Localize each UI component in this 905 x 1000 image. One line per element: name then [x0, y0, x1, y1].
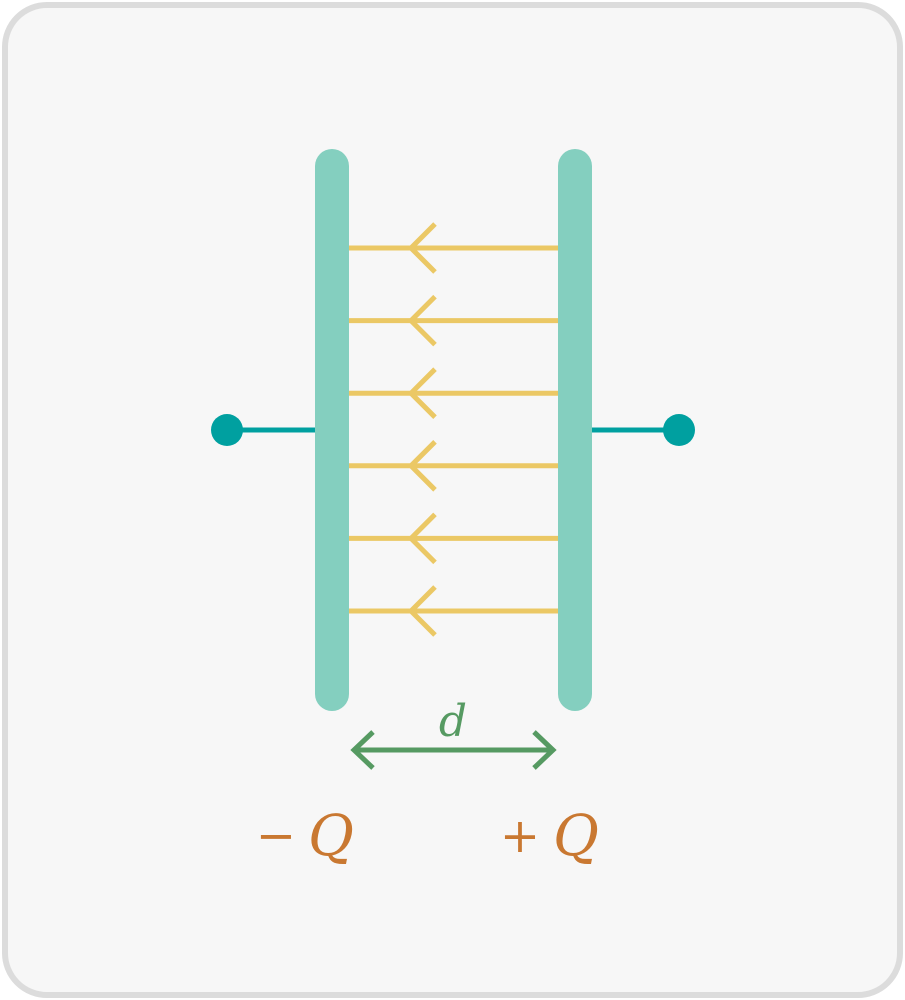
distance-arrowhead-right	[532, 730, 557, 770]
field-line-arrowhead	[407, 222, 437, 274]
electric-field-lines	[349, 222, 558, 637]
field-line-arrowhead	[407, 585, 437, 637]
field-line-arrowhead	[407, 440, 437, 492]
right-terminal-dot	[663, 414, 695, 446]
distance-arrowhead-left	[350, 730, 375, 770]
distance-label: d	[439, 696, 467, 747]
field-line-arrowhead	[407, 367, 437, 419]
negative-charge-label: Q	[308, 804, 354, 869]
field-line-arrowhead	[407, 512, 437, 565]
positive-sign-label: +	[500, 808, 540, 864]
negative-sign-label: −	[256, 808, 296, 864]
positive-charge-label: Q	[553, 804, 599, 869]
field-line-arrowhead	[407, 294, 437, 347]
left-terminal-dot	[211, 414, 243, 446]
plate-separation-arrow	[350, 730, 557, 770]
